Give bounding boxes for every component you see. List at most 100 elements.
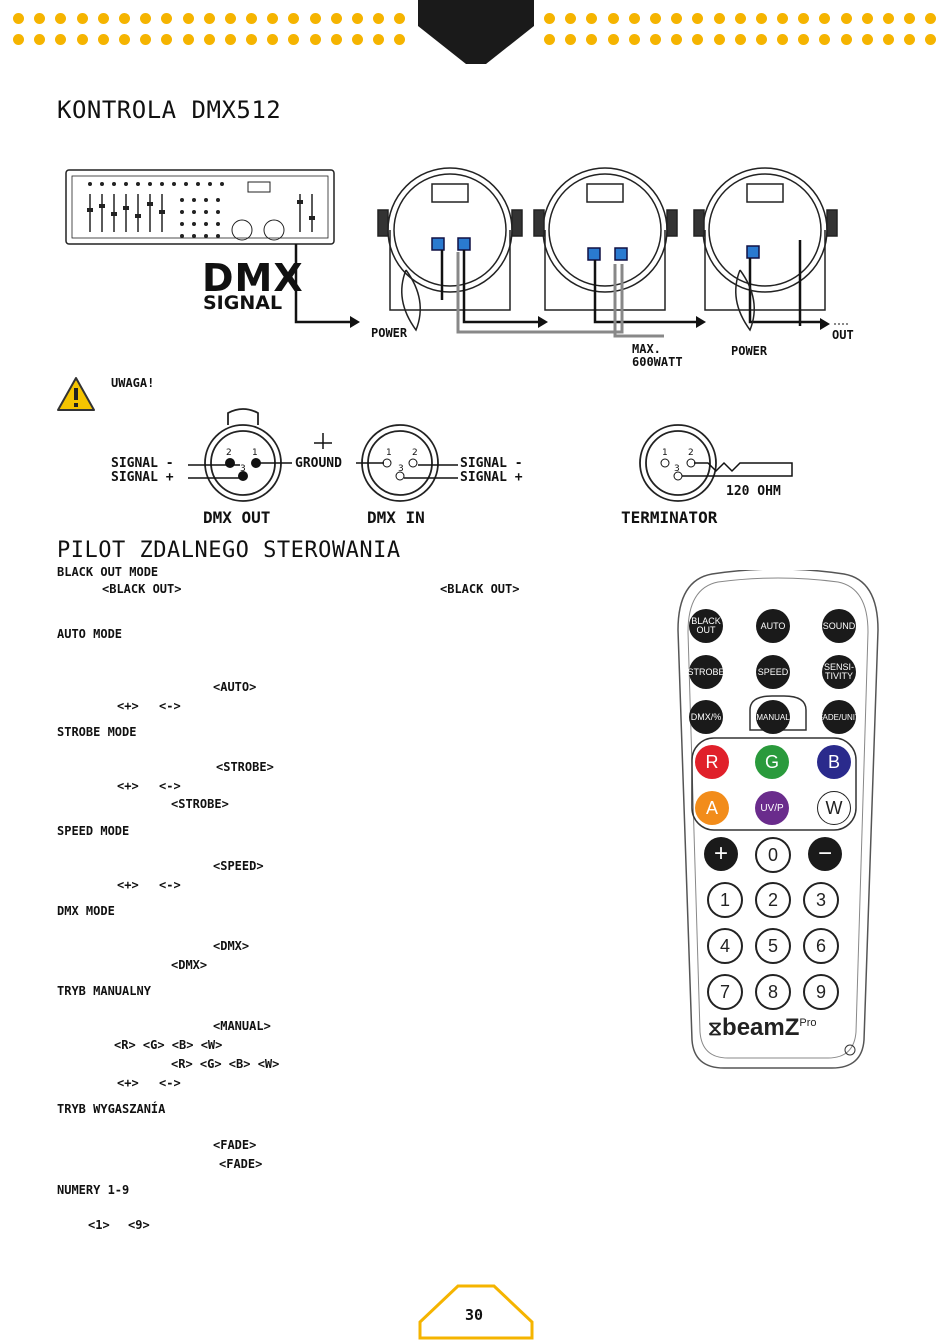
manual-rgbw-keys-2: <R> <G> <B> <W> [171, 1057, 280, 1071]
decor-dot [565, 34, 577, 45]
remote-7-button[interactable]: 7 [707, 974, 743, 1010]
remote-section-title: PILOT ZDALNEGO STEROWANIA [57, 538, 401, 563]
decor-dot [755, 34, 767, 45]
decor-dot [840, 34, 852, 45]
decor-dot [649, 13, 661, 24]
term-pin3-number: 3 [674, 464, 680, 474]
decor-dot [352, 13, 363, 24]
decor-dot [755, 13, 767, 24]
page-title: KONTROLA DMX512 [57, 96, 282, 124]
remote-g-button[interactable]: G [755, 745, 789, 779]
remote-brand-logo: ⧖beamZPro [708, 1014, 817, 1042]
remote-5-button[interactable]: 5 [755, 928, 791, 964]
remote-plus-button[interactable]: + [704, 837, 738, 871]
remote-w-button[interactable]: W [817, 791, 851, 825]
in-pin2-number: 2 [412, 448, 418, 458]
decor-dot [925, 13, 937, 24]
decor-dot [55, 34, 67, 45]
auto-heading: AUTO MODE [57, 627, 123, 641]
remote-1-button[interactable]: 1 [707, 882, 743, 918]
decor-dot [840, 13, 852, 24]
dmx-key-2: <DMX> [171, 958, 208, 972]
remote-4-button[interactable]: 4 [707, 928, 743, 964]
power-label-right: POWER [731, 344, 768, 358]
decor-dot [76, 34, 88, 45]
decor-dot [692, 34, 704, 45]
dmx-wiring-diagram [65, 167, 850, 338]
decor-dot [734, 34, 746, 45]
remote-b-button[interactable]: B [817, 745, 851, 779]
remote-speed-button[interactable]: SPEED [756, 655, 790, 689]
brand-mark-icon: ⧖ [708, 1018, 723, 1040]
decor-dot [13, 34, 24, 45]
dmx-signal-small-label: SIGNAL [203, 292, 283, 314]
decor-dot [309, 34, 321, 45]
top-dots-left-row2 [13, 34, 416, 45]
remote-uv-button[interactable]: UV/P [755, 791, 789, 825]
decor-dot [565, 13, 577, 24]
decor-dot [798, 34, 810, 45]
decor-dot [394, 13, 406, 24]
decor-dot [118, 13, 130, 24]
remote-fade-button[interactable]: FADE/UNIT [818, 700, 860, 734]
decor-dot [140, 13, 152, 24]
remote-manual-button[interactable]: MANUAL [756, 700, 790, 734]
dmx-in-label: DMX IN [367, 508, 425, 527]
remote-3-button[interactable]: 3 [803, 882, 839, 918]
decor-dot [925, 34, 937, 45]
remote-6-button[interactable]: 6 [803, 928, 839, 964]
decor-dot [671, 34, 683, 45]
term-pin2-number: 2 [688, 448, 694, 458]
signal-minus-left-label: SIGNAL - [111, 456, 174, 471]
strobe-plus-key: <+> [117, 779, 139, 793]
decor-dot [713, 13, 725, 24]
warning-label: UWAGA! [111, 376, 155, 390]
signal-plus-left-label: SIGNAL + [111, 470, 174, 485]
remote-auto-button[interactable]: AUTO [756, 609, 790, 643]
decor-dot [309, 13, 321, 24]
remote-a-button[interactable]: A [695, 791, 729, 825]
decor-dot [288, 13, 300, 24]
auto-plus-key: <+> [117, 699, 139, 713]
remote-2-button[interactable]: 2 [755, 882, 791, 918]
top-dots-left-row1 [13, 13, 416, 24]
dmx-signal-big-label: DMX [202, 256, 304, 300]
decor-dot [394, 34, 406, 45]
manual-key: <MANUAL> [213, 1019, 271, 1033]
auto-key: <AUTO> [213, 680, 257, 694]
term-pin1-number: 1 [662, 448, 668, 458]
remote-minus-button[interactable]: − [808, 837, 842, 871]
manual-plus-key: <+> [117, 1076, 139, 1090]
decor-dot [203, 13, 215, 24]
max-watt-label-line1: MAX. [632, 342, 661, 356]
remote-sensitivity-button[interactable]: SENSI- TIVITY [822, 655, 856, 689]
decor-dot [904, 13, 916, 24]
remote-dmx-button[interactable]: DMX/% [689, 700, 723, 734]
remote-r-button[interactable]: R [695, 745, 729, 779]
fade-key-2: <FADE> [219, 1157, 263, 1171]
decor-dot [330, 34, 342, 45]
decor-dot [734, 13, 746, 24]
decor-dot [798, 13, 810, 24]
remote-8-button[interactable]: 8 [755, 974, 791, 1010]
decor-dot [777, 34, 789, 45]
strobe-minus-key: <-> [159, 779, 181, 793]
decor-dot [182, 13, 194, 24]
out-pin1-number: 1 [252, 448, 258, 458]
ground-label: GROUND [295, 456, 342, 471]
strobe-heading: STROBE MODE [57, 725, 137, 739]
decor-dot [649, 34, 661, 45]
par-light-1 [377, 167, 523, 311]
decor-dot [671, 13, 683, 24]
remote-sound-button[interactable]: SOUND [822, 609, 856, 643]
decor-dot [34, 13, 46, 24]
remote-9-button[interactable]: 9 [803, 974, 839, 1010]
remote-blackout-button[interactable]: BLACK OUT [689, 609, 723, 643]
decor-dot [607, 13, 619, 24]
remote-strobe-button[interactable]: STROBE [688, 655, 725, 689]
signal-minus-right-label: SIGNAL - [460, 456, 523, 471]
strobe-key-1: <STROBE> [216, 760, 274, 774]
decor-dot [246, 13, 258, 24]
speed-plus-key: <+> [117, 878, 139, 892]
remote-0-button[interactable]: 0 [755, 837, 791, 873]
